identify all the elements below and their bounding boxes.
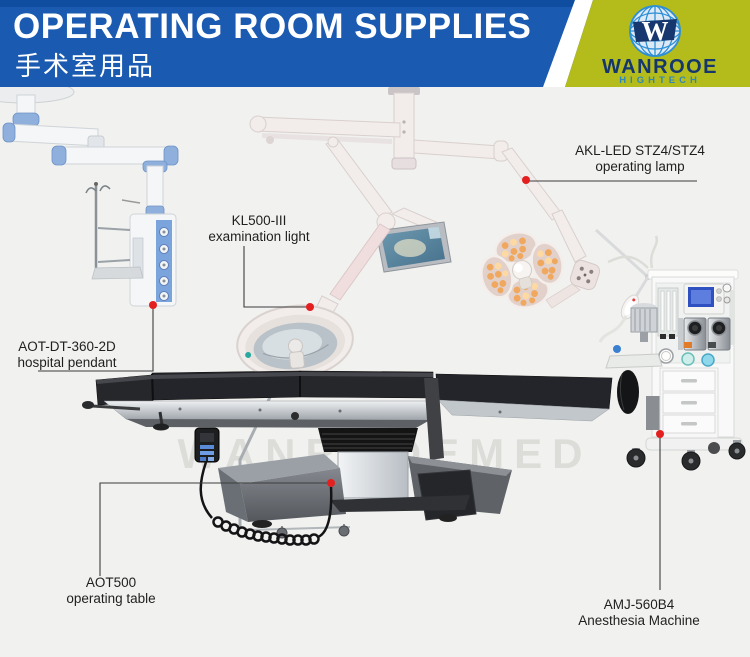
product-name: operating lamp	[595, 159, 685, 175]
callout-leader-lines	[38, 176, 697, 590]
callout-anesthesia-machine: AMJ-560B4 Anesthesia Machine	[578, 597, 700, 629]
examination-light-illustration	[236, 304, 354, 539]
page-title: OPERATING ROOM SUPPLIES	[13, 7, 532, 46]
logo-mark: W	[642, 16, 669, 46]
product-name: operating table	[66, 591, 156, 607]
header-banner: OPERATING ROOM SUPPLIES 手术室用品 W WANROOE …	[0, 0, 750, 87]
callout-dot-hospital-pendant	[149, 301, 157, 309]
monitor-illustration	[375, 221, 452, 273]
product-model: AMJ-560B4	[603, 597, 675, 612]
product-name: examination light	[208, 229, 310, 245]
product-model: AOT-DT-360-2D	[18, 339, 116, 354]
logo-brand: WANROOE	[601, 56, 719, 78]
callout-operating-lamp: AKL-LED STZ4/STZ4 operating lamp	[575, 143, 705, 175]
leader-examination-light	[243, 246, 307, 308]
product-name: Anesthesia Machine	[578, 613, 700, 629]
callout-operating-table: AOT500 operating table	[66, 575, 155, 607]
logo-block: W WANROOE HIGHTECH	[565, 0, 750, 87]
anesthesia-machine-illustration	[605, 235, 746, 471]
callout-hospital-pendant: AOT-DT-360-2D hospital pendant	[17, 339, 116, 371]
header-top-strip	[0, 0, 750, 7]
page-subtitle: 手术室用品	[15, 51, 156, 81]
product-model: AKL-LED STZ4/STZ4	[575, 143, 705, 158]
logo-tagline: HIGHTECH	[619, 75, 701, 86]
callout-dot-operating-table	[327, 479, 335, 487]
globe-icon: W	[629, 5, 681, 57]
leader-hospital-pendant	[38, 305, 154, 372]
leader-operating-table	[99, 482, 331, 576]
callout-dot-operating-lamp	[522, 176, 530, 184]
product-name: hospital pendant	[17, 355, 117, 371]
product-model: AOT500	[85, 575, 137, 590]
callout-examination-light: KL500-III examination light	[208, 213, 309, 245]
hospital-pendant-illustration	[0, 80, 179, 307]
operating-table-illustration	[82, 370, 613, 546]
callout-dot-examination-light	[306, 303, 314, 311]
product-model: KL500-III	[231, 213, 287, 228]
operating-lamp-illustration	[480, 231, 564, 309]
callout-dot-anesthesia-machine	[656, 430, 664, 438]
